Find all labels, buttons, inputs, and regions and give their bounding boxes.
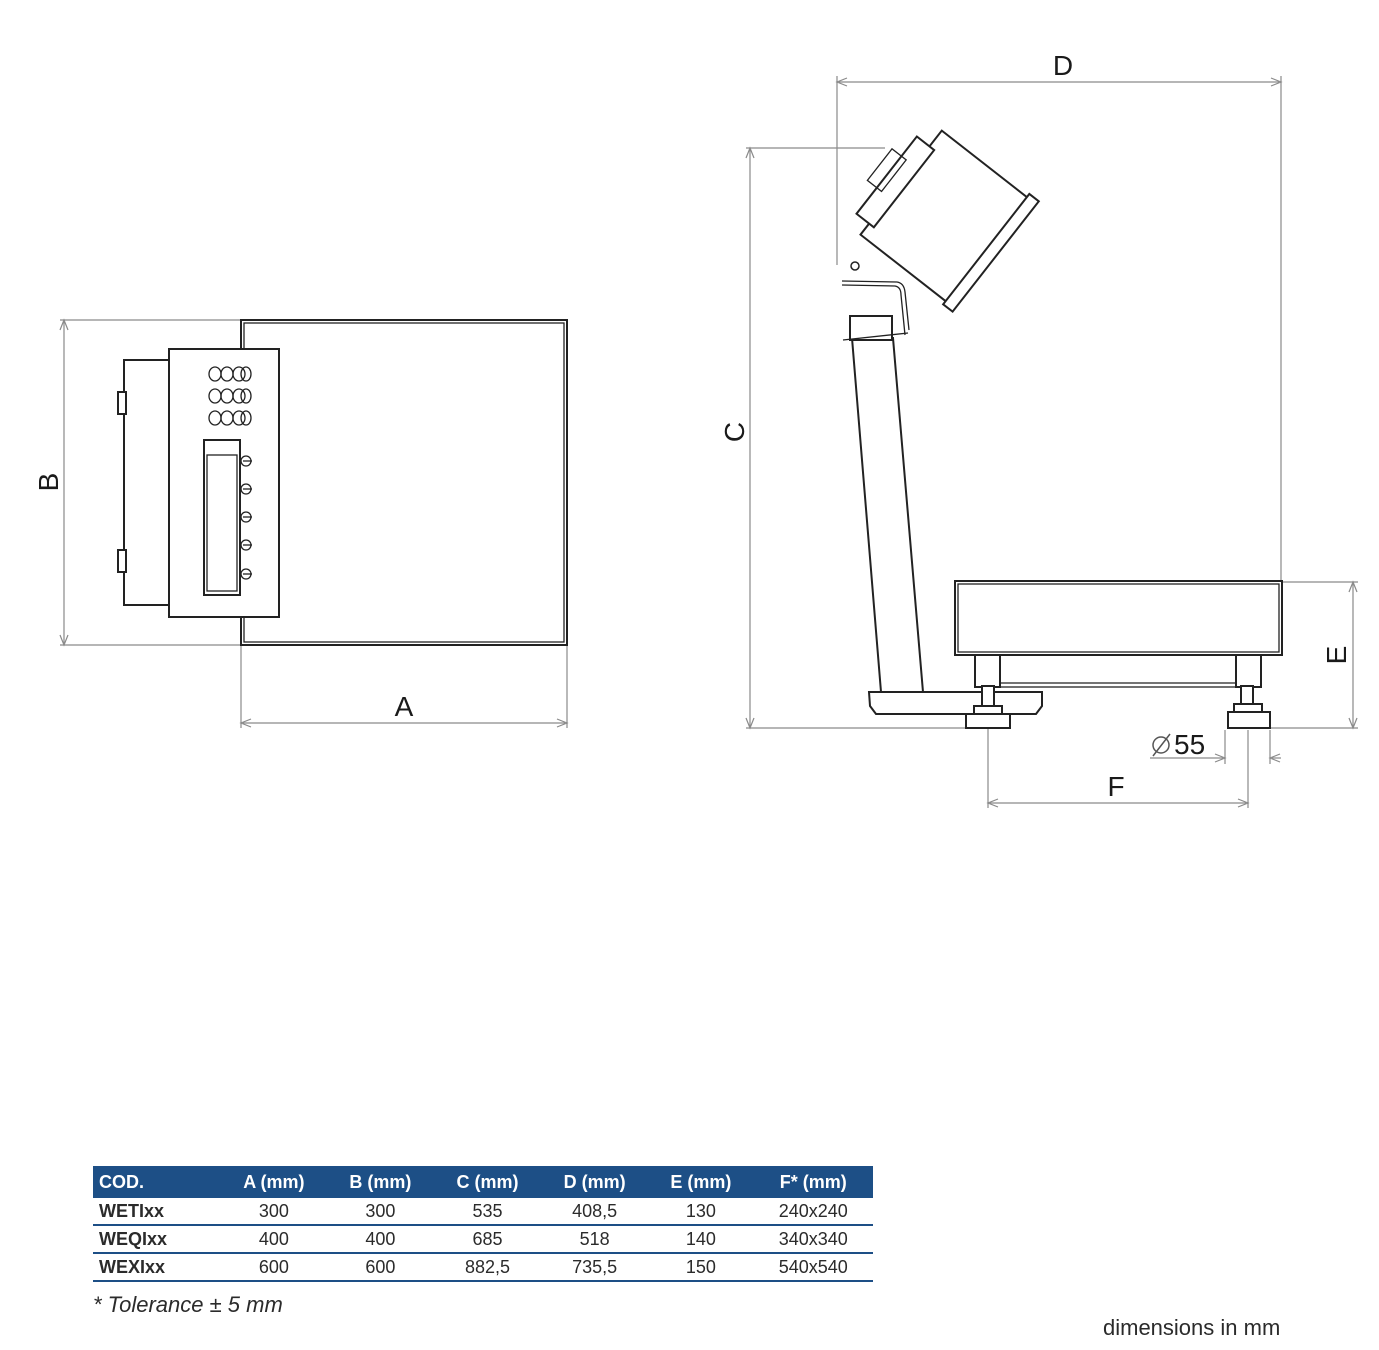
cell-b: 300 xyxy=(326,1198,434,1226)
header-e: E (mm) xyxy=(648,1166,754,1198)
indicator-bracket xyxy=(841,280,910,336)
header-c: C (mm) xyxy=(433,1166,542,1198)
cell-a: 400 xyxy=(220,1225,327,1254)
cell-f: 540x540 xyxy=(753,1253,873,1282)
cell-e: 140 xyxy=(648,1225,754,1254)
platform-side-view xyxy=(954,580,1283,656)
tolerance-note: * Tolerance ± 5 mm xyxy=(93,1292,283,1317)
technical-drawing: B A xyxy=(33,50,1358,808)
label-diameter: 55 xyxy=(1174,729,1205,760)
header-cod: COD. xyxy=(93,1166,221,1198)
dimensions-table: COD. A (mm) B (mm) C (mm) D (mm) E (mm) … xyxy=(93,1166,873,1282)
cell-code: WEXIxx xyxy=(93,1253,221,1282)
cell-b: 600 xyxy=(326,1253,434,1282)
cell-d: 735,5 xyxy=(541,1253,649,1282)
column-base xyxy=(867,691,1043,715)
cell-e: 150 xyxy=(648,1253,754,1282)
table-header-row: COD. A (mm) B (mm) C (mm) D (mm) E (mm) … xyxy=(93,1166,873,1198)
column xyxy=(850,337,925,693)
cell-f: 240x240 xyxy=(753,1198,873,1226)
header-b: B (mm) xyxy=(326,1166,434,1198)
header-a: A (mm) xyxy=(220,1166,327,1198)
side-view: D C E F 55 xyxy=(719,50,1358,808)
cell-b: 400 xyxy=(326,1225,434,1254)
table-row: WETIxx 300 300 535 408,5 130 240x240 xyxy=(93,1198,873,1226)
label-a: A xyxy=(395,691,414,722)
table-row: WEXIxx 600 600 882,5 735,5 150 540x540 xyxy=(93,1253,873,1282)
label-d: D xyxy=(1053,50,1073,81)
diameter-icon xyxy=(1152,733,1171,757)
label-b: B xyxy=(33,473,64,492)
indicator-housing xyxy=(123,359,175,606)
cell-f: 340x340 xyxy=(753,1225,873,1254)
cell-code: WEQIxx xyxy=(93,1225,221,1254)
label-c: C xyxy=(719,422,750,442)
top-view: B A xyxy=(33,318,569,728)
label-f: F xyxy=(1107,771,1124,802)
header-f: F* (mm) xyxy=(753,1166,873,1198)
cell-e: 130 xyxy=(648,1198,754,1226)
cell-c: 685 xyxy=(433,1225,542,1254)
cell-d: 408,5 xyxy=(541,1198,649,1226)
foot-left xyxy=(965,685,1011,729)
display-window xyxy=(203,439,241,596)
cell-c: 882,5 xyxy=(433,1253,542,1282)
foot-right xyxy=(1227,685,1271,729)
side-buttons xyxy=(240,455,252,580)
cell-a: 300 xyxy=(220,1198,327,1226)
side-indicator xyxy=(855,129,1041,314)
cell-d: 518 xyxy=(541,1225,649,1254)
header-d: D (mm) xyxy=(541,1166,649,1198)
cell-c: 535 xyxy=(433,1198,542,1226)
table-row: WEQIxx 400 400 685 518 140 340x340 xyxy=(93,1225,873,1254)
platform-top-view xyxy=(240,319,568,646)
keypad xyxy=(208,366,252,426)
label-e: E xyxy=(1321,646,1352,665)
cell-code: WETIxx xyxy=(93,1198,221,1226)
cell-a: 600 xyxy=(220,1253,327,1282)
units-note: dimensions in mm xyxy=(1103,1315,1281,1340)
